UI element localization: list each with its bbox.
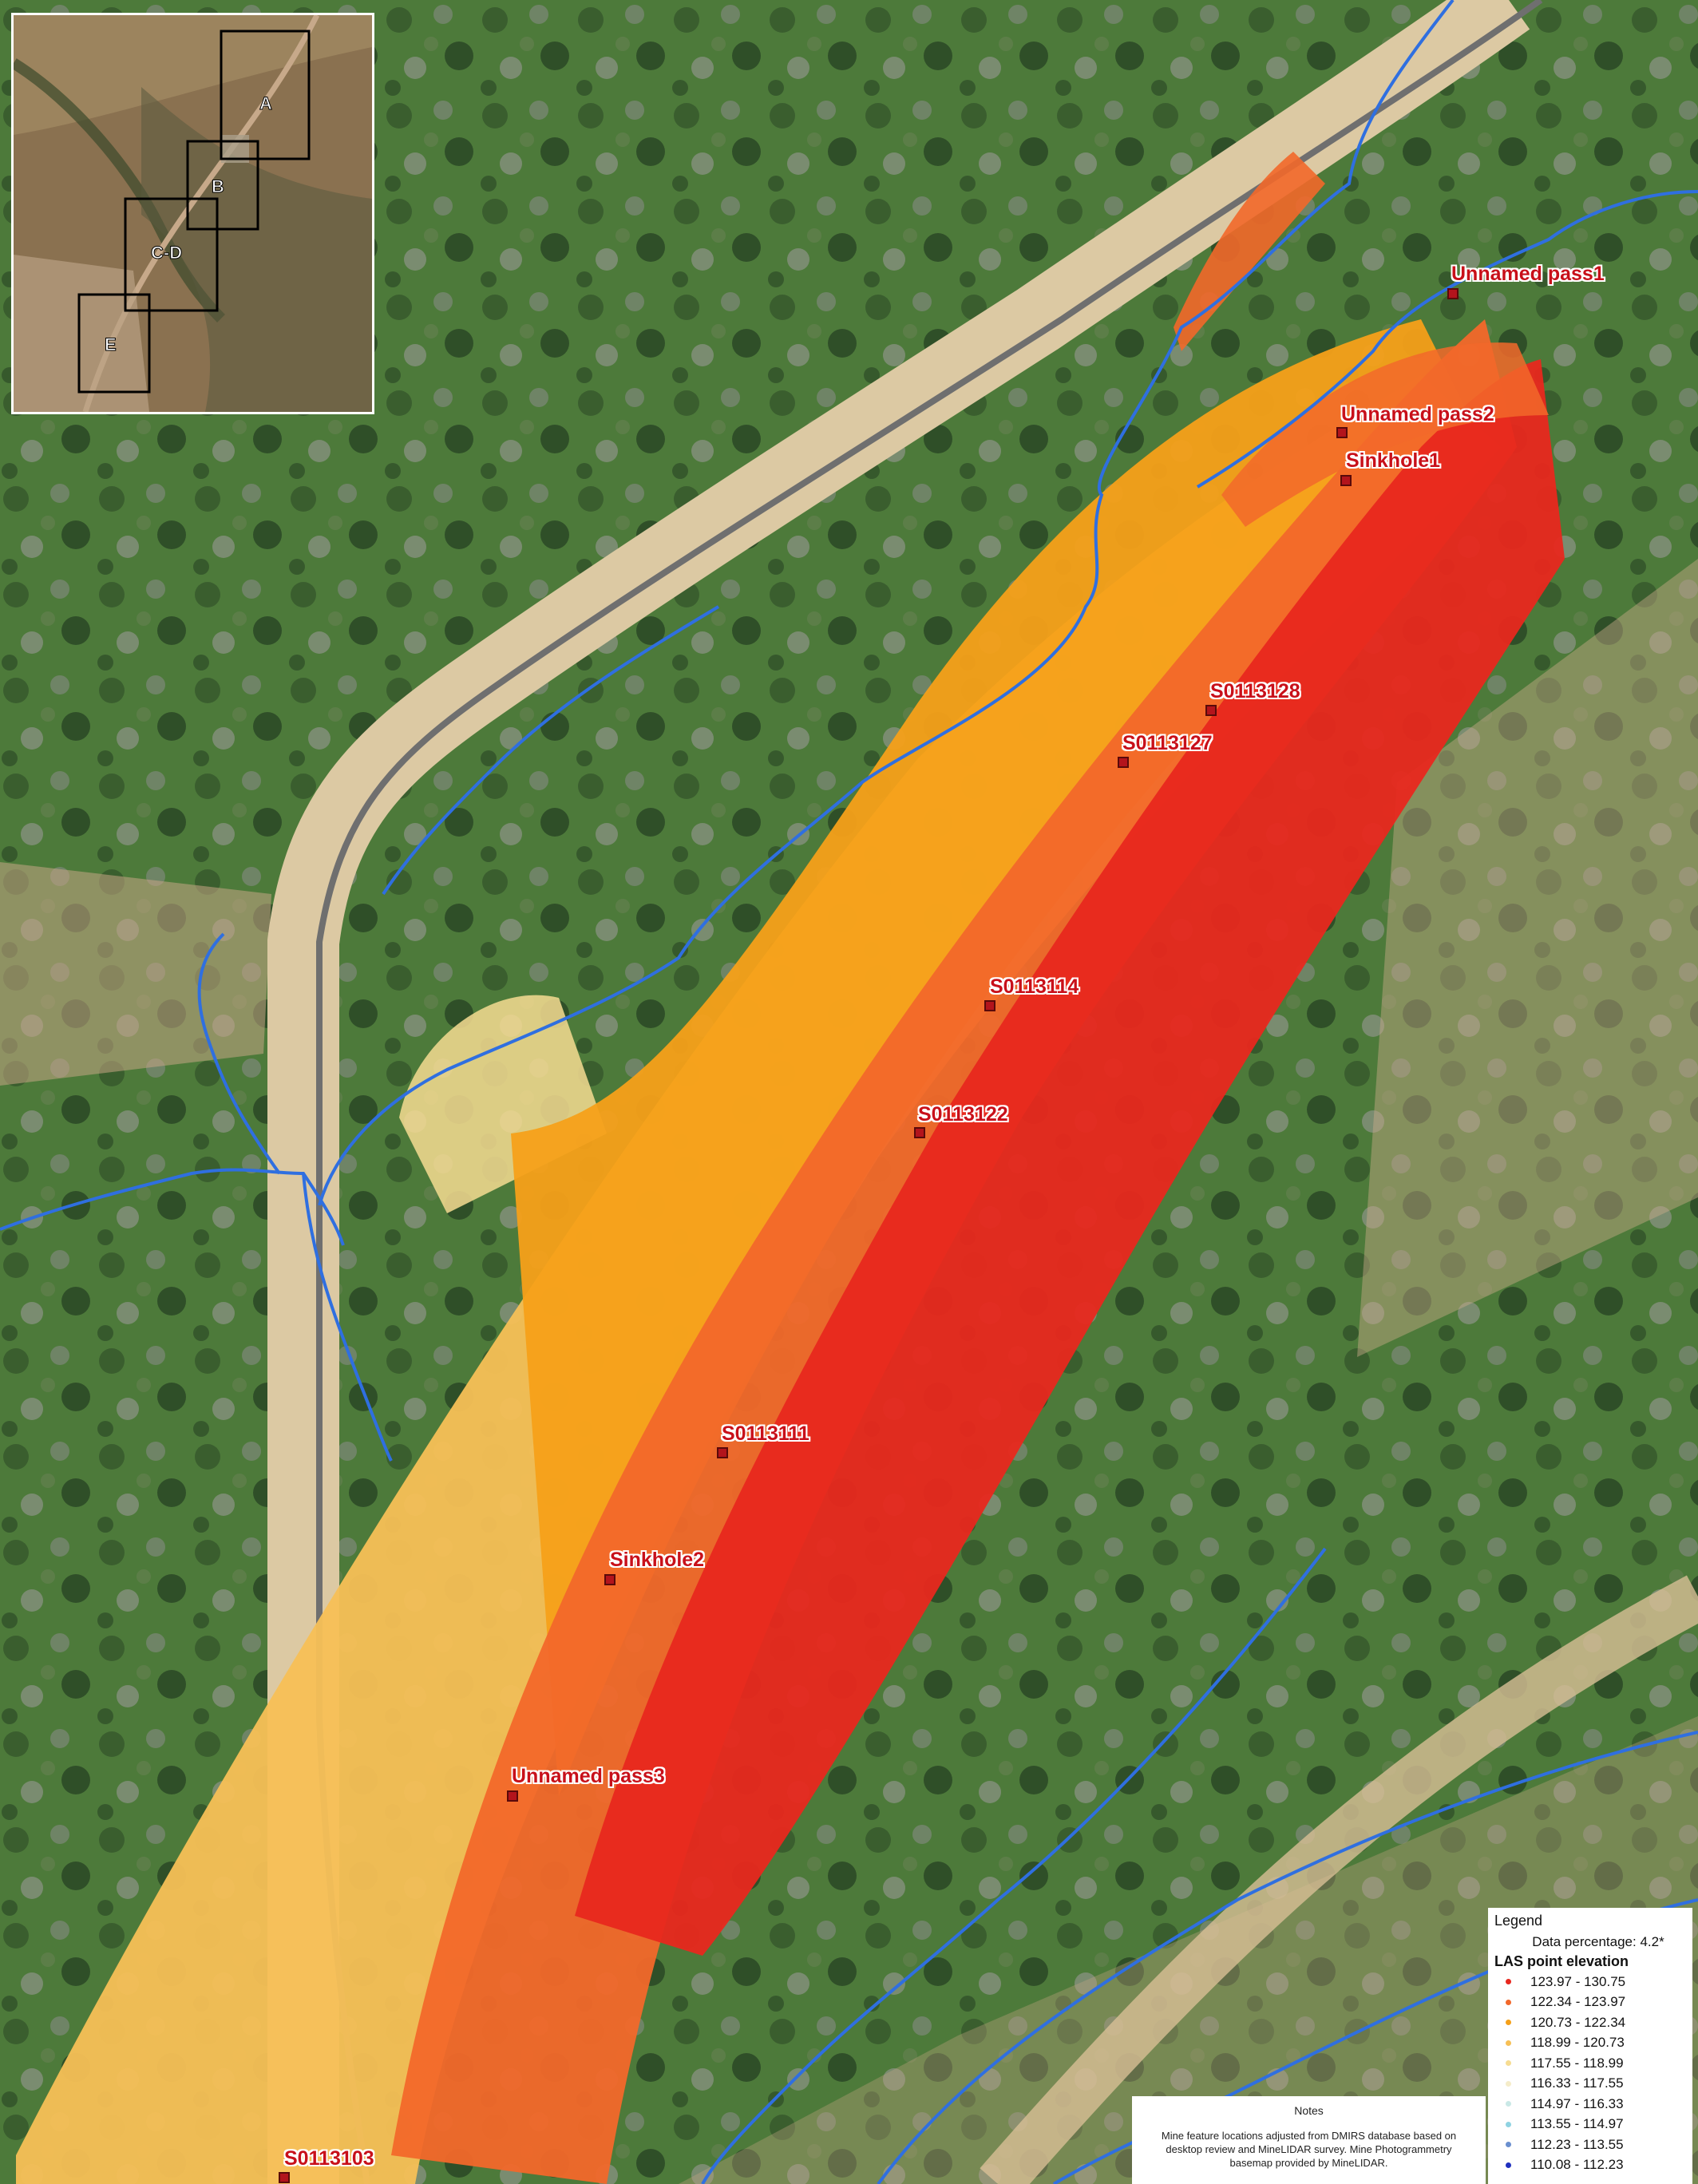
legend-swatch (1506, 2080, 1511, 2087)
legend-swatch (1506, 2060, 1511, 2067)
feature-label[interactable]: S0113114 (990, 975, 1079, 998)
feature-marker[interactable] (717, 1447, 728, 1458)
elevation-point-cloud (16, 152, 1565, 2184)
legend-range: 113.55 - 114.97 (1530, 2116, 1624, 2132)
inset-frame-e (77, 293, 151, 394)
feature-label[interactable]: Unnamed pass3 (512, 1765, 665, 1787)
legend-row: 120.73 - 122.34 (1494, 2012, 1686, 2033)
legend-row: 114.97 - 116.33 (1494, 2094, 1686, 2115)
legend-row: 123.97 - 130.75 (1494, 1972, 1686, 1992)
feature-marker[interactable] (914, 1127, 925, 1138)
map-legend: Legend Data percentage: 4.2* LAS point e… (1488, 1908, 1692, 2184)
feature-label[interactable]: S0113103 (284, 2147, 374, 2170)
feature-marker[interactable] (1447, 288, 1459, 299)
main-road (267, 0, 1530, 2184)
legend-title: Legend (1494, 1913, 1543, 1929)
legend-range: 118.99 - 120.73 (1530, 2035, 1625, 2051)
feature-marker[interactable] (1205, 705, 1217, 716)
legend-row: 113.55 - 114.97 (1494, 2115, 1686, 2135)
legend-range: 116.33 - 117.55 (1530, 2075, 1624, 2091)
legend-swatch (1506, 2142, 1511, 2148)
inset-label-a: A (259, 93, 272, 113)
inset-map-graphic: A B C-D E (14, 15, 372, 412)
feature-label[interactable]: Sinkhole2 (610, 1549, 705, 1571)
feature-label[interactable]: Unnamed pass2 (1341, 403, 1494, 425)
inset-frame-cd (124, 197, 219, 312)
feature-label[interactable]: S0113122 (918, 1103, 1008, 1126)
legend-swatch (1506, 1979, 1511, 1985)
legend-data-percentage: Data percentage: 4.2* (1532, 1934, 1664, 1949)
feature-marker[interactable] (604, 1574, 615, 1585)
legend-swatch (1506, 2020, 1511, 2026)
legend-row: 116.33 - 117.55 (1494, 2074, 1686, 2095)
feature-marker[interactable] (1340, 475, 1352, 486)
feature-label[interactable]: Sinkhole1 (1346, 449, 1441, 472)
notes-title: Notes (1294, 2104, 1324, 2117)
legend-row: 122.34 - 123.97 (1494, 1992, 1686, 2013)
feature-marker[interactable] (279, 2172, 290, 2183)
legend-range: 122.34 - 123.97 (1530, 1994, 1626, 2010)
location-inset-map[interactable]: A B C-D E (11, 13, 374, 414)
feature-marker[interactable] (1336, 427, 1348, 438)
legend-row: 112.23 - 113.55 (1494, 2135, 1686, 2155)
bare-ground (0, 862, 271, 1086)
feature-marker[interactable] (1118, 757, 1129, 768)
legend-swatch (1506, 2162, 1511, 2168)
legend-swatch (1506, 2121, 1511, 2127)
inset-label-cd: C-D (151, 243, 182, 263)
legend-range: 112.23 - 113.55 (1530, 2136, 1624, 2152)
inset-frame-a (220, 30, 311, 160)
legend-range: 123.97 - 130.75 (1530, 1973, 1626, 1989)
inset-label-e: E (105, 334, 117, 354)
legend-swatch (1506, 2040, 1511, 2046)
feature-label[interactable]: S0113127 (1122, 732, 1213, 754)
legend-range: 120.73 - 122.34 (1530, 2014, 1626, 2030)
bare-ground (1357, 559, 1698, 1357)
map-notes: Notes Mine feature locations adjusted fr… (1132, 2096, 1486, 2184)
legend-range: 114.97 - 116.33 (1530, 2095, 1624, 2111)
feature-label[interactable]: S0113128 (1210, 680, 1300, 702)
feature-marker[interactable] (507, 1790, 518, 1802)
feature-label[interactable]: S0113111 (722, 1422, 809, 1445)
legend-row: 110.08 - 112.23 (1494, 2155, 1686, 2176)
legend-heading: LAS point elevation (1494, 1953, 1629, 1969)
legend-swatch (1506, 1999, 1511, 2005)
legend-swatch (1506, 2101, 1511, 2107)
notes-text: Mine feature locations adjusted from DMI… (1161, 2130, 1457, 2169)
feature-label[interactable]: Unnamed pass1 (1451, 263, 1605, 285)
legend-row: 118.99 - 120.73 (1494, 2033, 1686, 2054)
inset-frame-b (186, 140, 259, 231)
legend-row: 117.55 - 118.99 (1494, 2053, 1686, 2074)
feature-marker[interactable] (984, 1000, 995, 1011)
inset-label-b: B (212, 176, 224, 196)
legend-range: 110.08 - 112.23 (1530, 2157, 1624, 2173)
legend-range: 117.55 - 118.99 (1530, 2055, 1624, 2071)
